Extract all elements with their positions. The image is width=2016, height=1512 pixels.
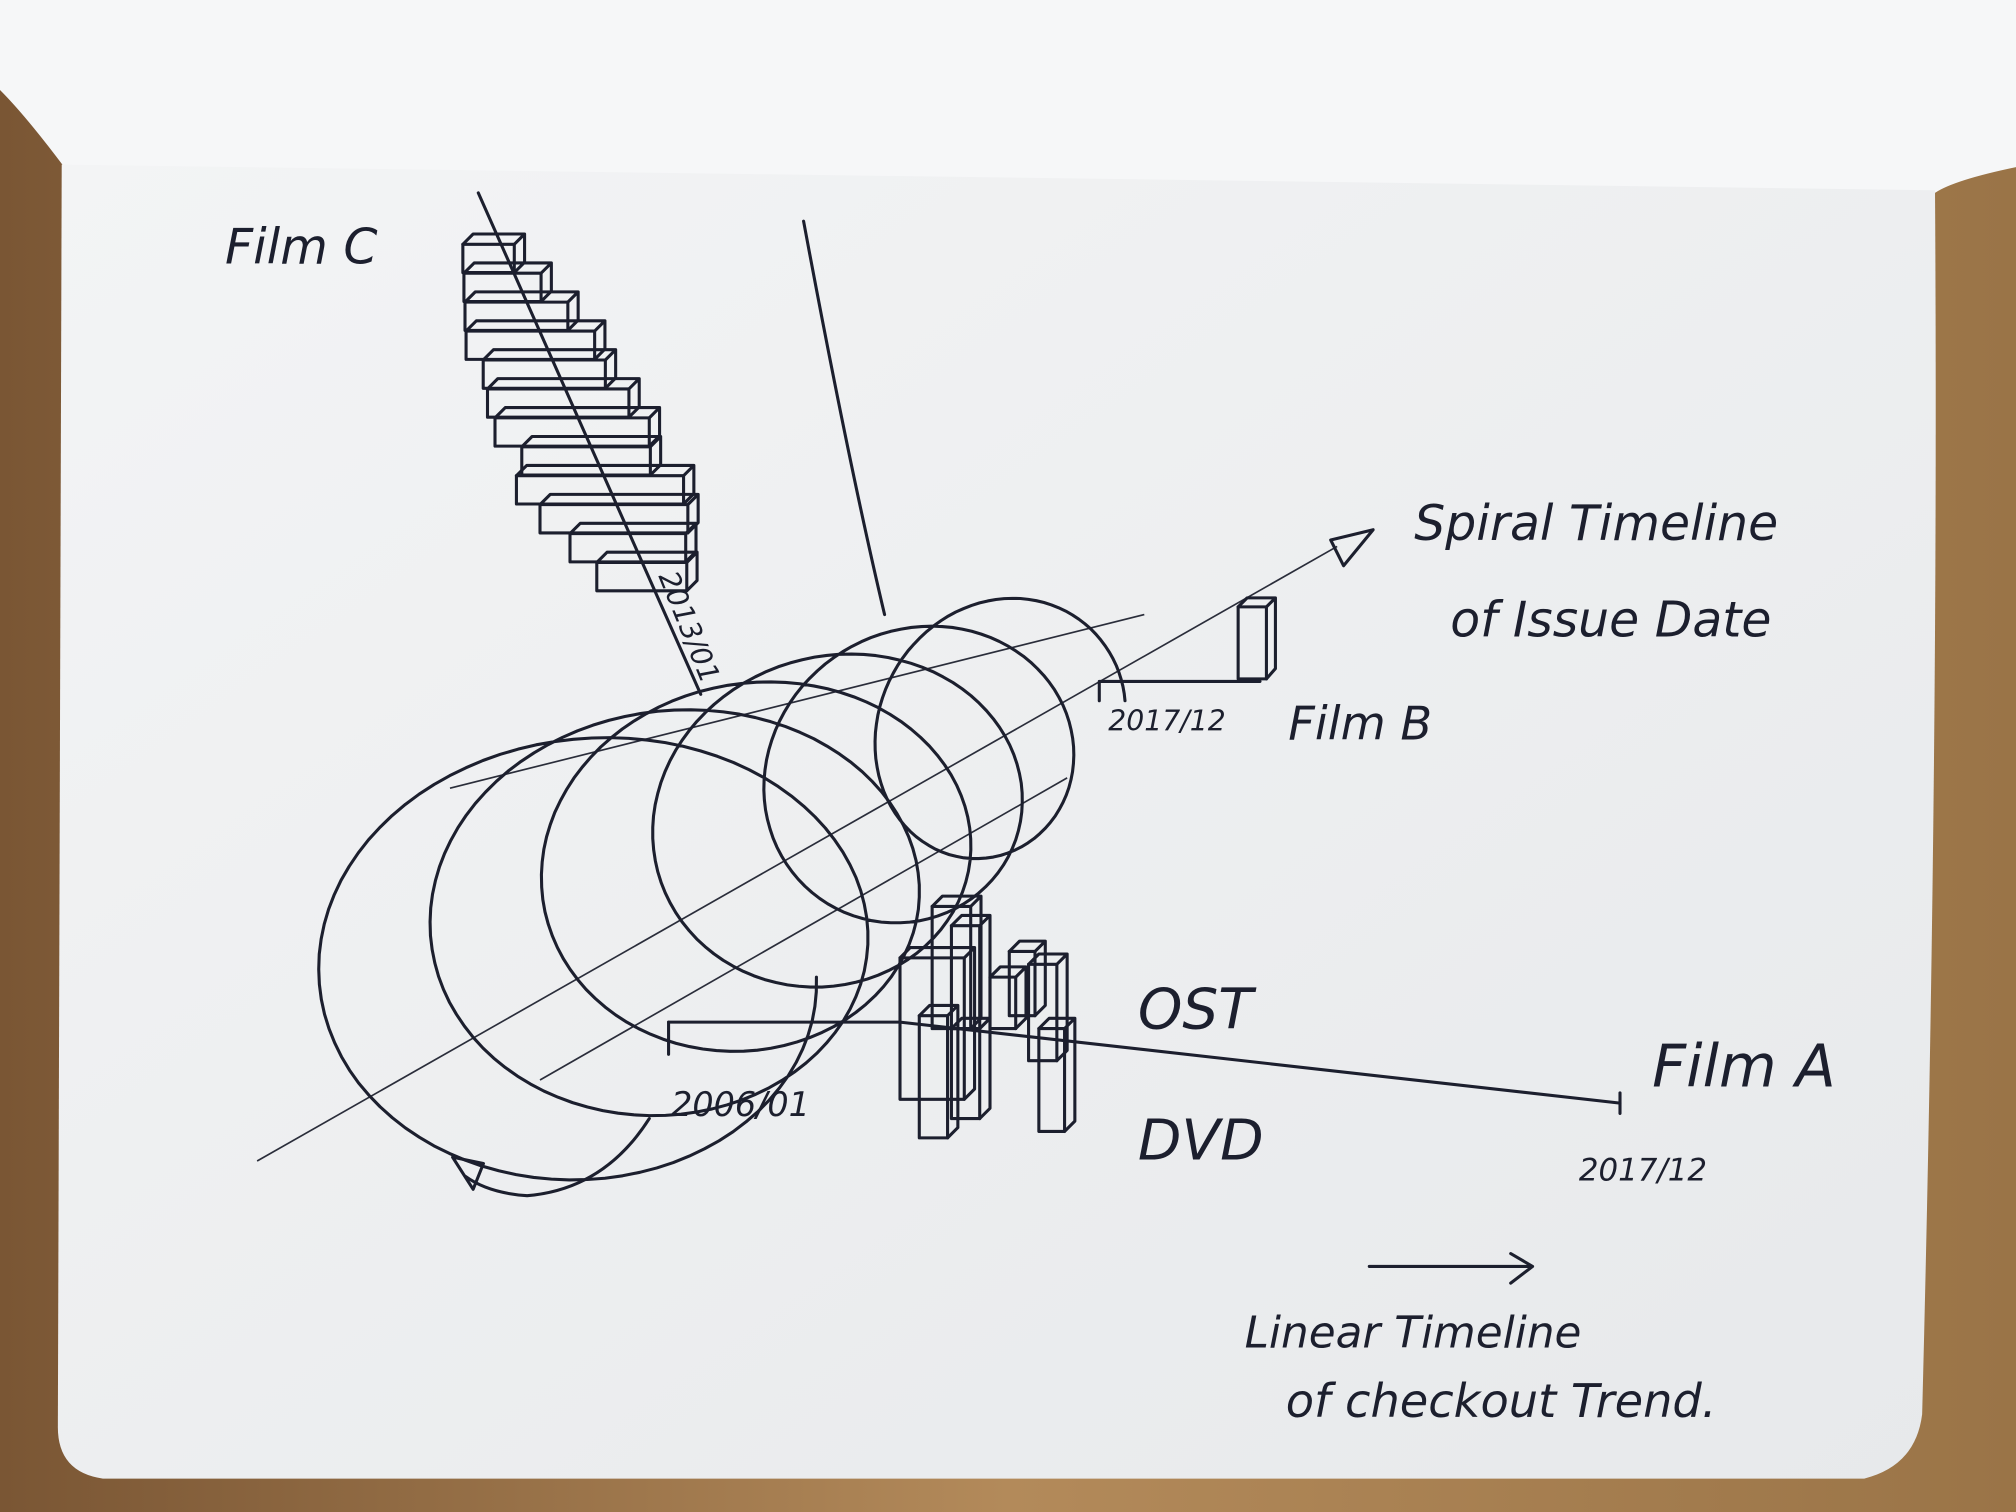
date-start: 2006/01 xyxy=(671,1085,810,1124)
film-a-bar-edge xyxy=(988,965,1028,1031)
film-a-bar xyxy=(1037,1027,1067,1133)
spiral-timeline xyxy=(317,596,1127,1182)
spiral-timeline-label-2: of Issue Date xyxy=(1450,591,1771,648)
film-a-bar-edge xyxy=(1037,1016,1077,1133)
film-c-bars xyxy=(461,232,700,593)
film-a-label: Film A xyxy=(1652,1031,1836,1100)
film-c-label: Film C xyxy=(225,219,377,276)
spiral-timeline-label: Spiral Timeline xyxy=(1414,495,1778,552)
film-a-bar xyxy=(949,1027,982,1121)
film-a-bar xyxy=(1027,962,1059,1063)
date-film-b: 2017/12 xyxy=(1108,704,1225,737)
film-a-bar-edge xyxy=(1007,939,1047,1018)
notebook-top-page xyxy=(0,0,2016,193)
film-b-bar xyxy=(1236,596,1277,681)
linear-timeline-label: Linear Timeline xyxy=(1245,1307,1582,1358)
film-a-bar xyxy=(1007,949,1037,1018)
notebook-page xyxy=(57,164,1936,1479)
film-a-bar-edge xyxy=(949,1016,992,1121)
date-film-a-end: 2017/12 xyxy=(1579,1152,1707,1188)
film-b-label: Film B xyxy=(1288,696,1432,750)
film-c-bar xyxy=(595,560,689,593)
film-c-bar-edge xyxy=(595,550,699,593)
ost-label: OST xyxy=(1138,977,1257,1043)
linear-timeline-label-2: of checkout Trend. xyxy=(1286,1374,1717,1428)
linear-arrow xyxy=(1367,1252,1535,1285)
film-a-bar xyxy=(988,975,1018,1031)
dvd-label: DVD xyxy=(1138,1108,1264,1174)
film-a-bar-edge xyxy=(1027,952,1069,1063)
film-a-bars xyxy=(898,894,1077,1140)
